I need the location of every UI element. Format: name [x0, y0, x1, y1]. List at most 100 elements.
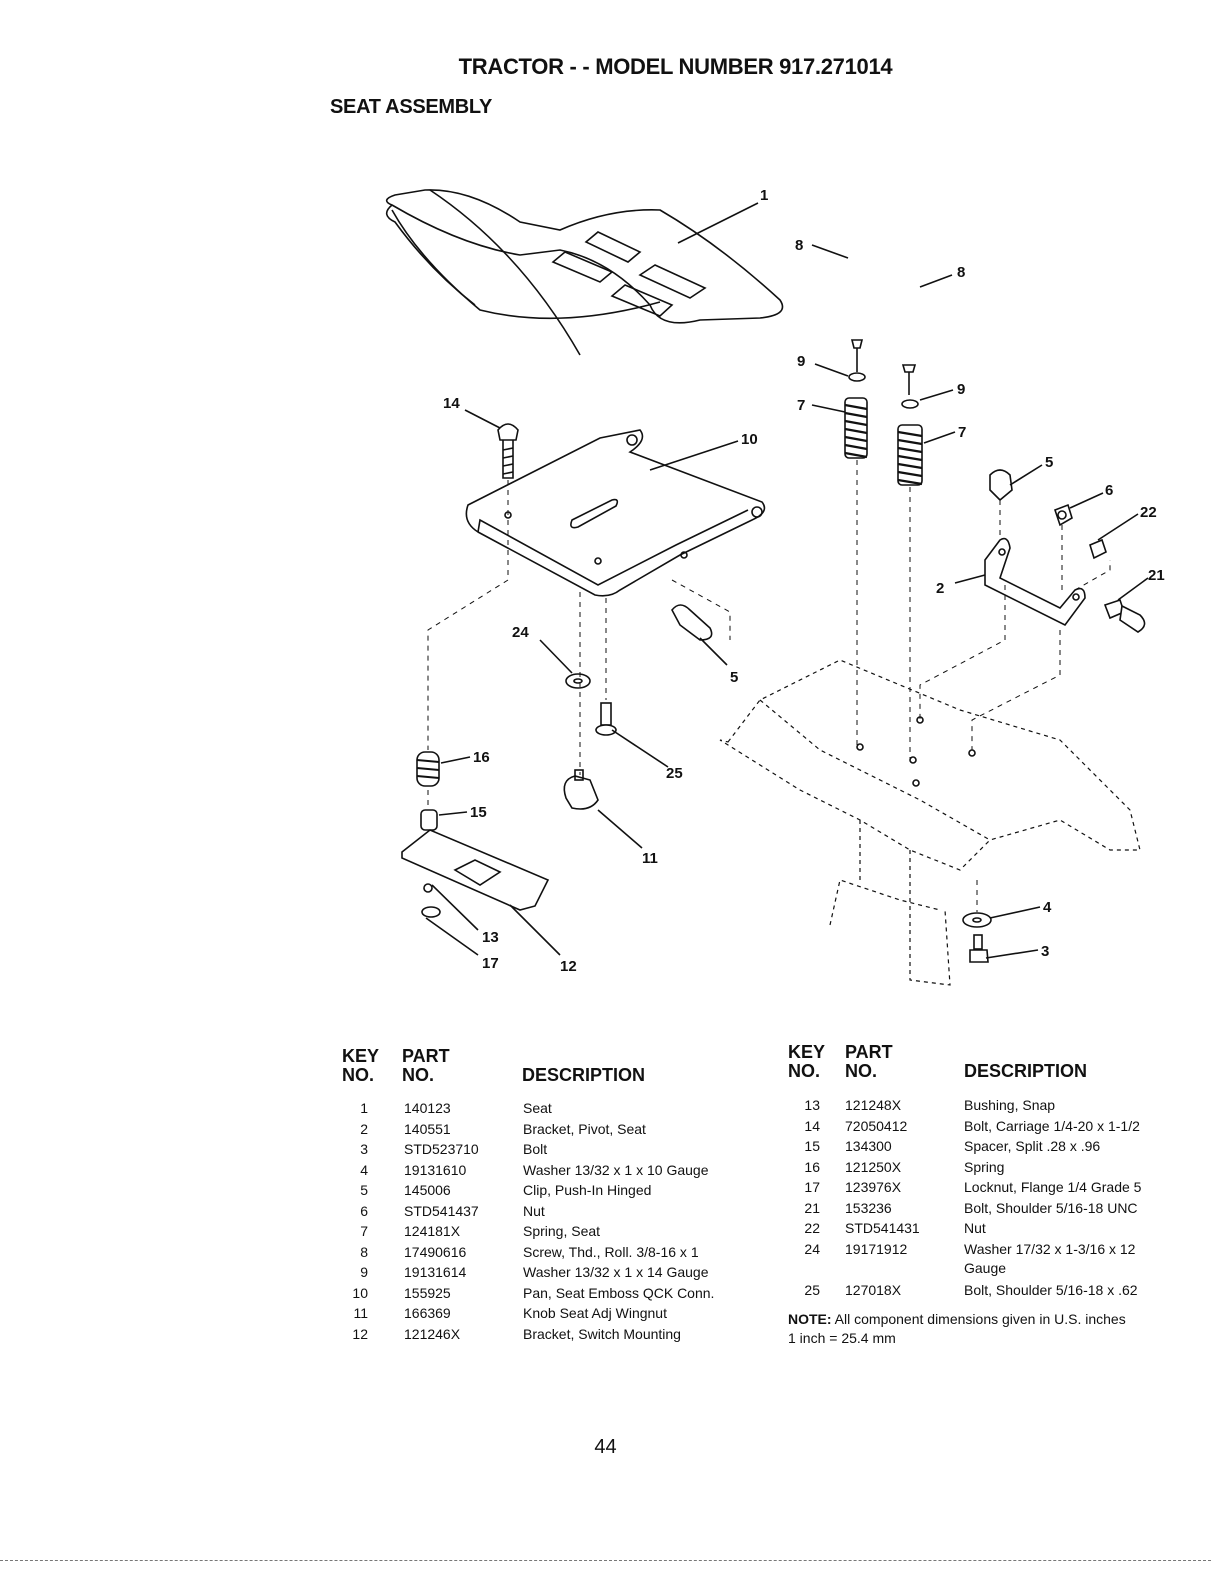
part-number: 155925 — [404, 1284, 451, 1301]
part-description: Bracket, Pivot, Seat — [523, 1120, 646, 1137]
key-number: 21 — [804, 1199, 820, 1216]
callout-label: 4 — [1043, 899, 1052, 916]
callout-label: 12 — [560, 958, 577, 975]
dimension-note: NOTE: All component dimensions given in … — [788, 1311, 1126, 1346]
callout-label: 6 — [1105, 482, 1113, 499]
pivot-bracket-drawing — [984, 469, 1146, 633]
assembly-lines — [427, 460, 1111, 912]
description-header: DESCRIPTION — [964, 1061, 1088, 1081]
callout-label: 7 — [958, 424, 966, 441]
key-number: 1 — [360, 1100, 368, 1116]
callout-label: 9 — [957, 381, 965, 398]
callout-label: 21 — [1148, 567, 1165, 584]
page-number: 44 — [594, 1436, 617, 1458]
key-number: 17 — [804, 1179, 820, 1195]
part-number: 123976X — [845, 1179, 902, 1195]
callout-leaders — [425, 202, 1149, 959]
part-description: Locknut, Flange 1/4 Grade 5 — [964, 1179, 1142, 1195]
frame-washer-drawing — [962, 912, 992, 928]
part-description: Spacer, Split .28 x .96 — [964, 1138, 1101, 1154]
part-number: 19131614 — [404, 1264, 467, 1280]
part-number: 166369 — [404, 1305, 451, 1321]
callout-label: 5 — [1045, 454, 1053, 471]
description-header: DESCRIPTION — [522, 1065, 646, 1085]
callout-label: 13 — [482, 929, 499, 946]
callout-label: 8 — [795, 237, 803, 254]
key-number: 13 — [804, 1097, 820, 1113]
part-number: 134300 — [845, 1138, 892, 1154]
frame-holes — [856, 716, 976, 787]
part-description: Nut — [964, 1220, 986, 1236]
parts-row: 15 134300 Spacer, Split .28 x .96 — [790, 1138, 1100, 1154]
carriage-bolt-drawing — [497, 423, 519, 479]
callout-label: 5 — [730, 669, 738, 686]
parts-row: 14 72050412 Bolt, Carriage 1/4-20 x 1-1/2 — [790, 1117, 1139, 1134]
callout-label: 1 — [760, 187, 768, 204]
part-description-continued: Gauge — [964, 1259, 1007, 1276]
callout-label: 17 — [482, 955, 499, 972]
parts-row: 3 STD523710 Bolt — [338, 1141, 547, 1157]
page-title: TRACTOR - - MODEL NUMBER 917.271014 — [458, 54, 893, 79]
part-number: STD523710 — [404, 1141, 479, 1157]
part-description: Spring, Seat — [523, 1223, 601, 1239]
key-number: 12 — [352, 1325, 368, 1342]
part-number: 19131610 — [404, 1161, 467, 1178]
key-number: 2 — [360, 1120, 368, 1137]
section-title: SEAT ASSEMBLY — [330, 96, 493, 118]
seat-drawing — [385, 189, 784, 356]
part-number: 121246X — [404, 1325, 461, 1342]
key-number: 14 — [804, 1117, 820, 1134]
part-number: 153236 — [845, 1199, 892, 1216]
part-number: 121250X — [845, 1158, 902, 1175]
callout-label: 24 — [512, 624, 529, 641]
callout-label: 2 — [936, 580, 944, 597]
key-number: 8 — [360, 1243, 368, 1260]
key-number: 11 — [353, 1305, 368, 1321]
frame-bolt-drawing — [969, 934, 989, 963]
part-description: Seat — [523, 1100, 552, 1116]
key-number: 9 — [360, 1264, 368, 1280]
part-number: STD541437 — [404, 1202, 479, 1219]
part-number: 72050412 — [845, 1117, 908, 1134]
key-number: 24 — [804, 1240, 820, 1257]
callout-label: 9 — [797, 353, 805, 370]
callout-label: 16 — [473, 749, 490, 766]
part-description: Bracket, Switch Mounting — [523, 1325, 681, 1342]
part-description: Bolt, Shoulder 5/16-18 UNC — [964, 1199, 1138, 1216]
key-number: 3 — [360, 1141, 368, 1157]
parts-row: 12 121246X Bracket, Switch Mounting — [338, 1325, 681, 1342]
bottom-divider — [0, 1560, 1211, 1561]
part-description: Washer 13/32 x 1 x 10 Gauge — [523, 1161, 709, 1178]
callout-label: 22 — [1140, 504, 1157, 521]
part-description: Bolt, Carriage 1/4-20 x 1-1/2 — [964, 1117, 1140, 1134]
part-number: STD541431 — [845, 1220, 920, 1236]
part-description: Nut — [523, 1202, 545, 1219]
seat-pan-drawing — [465, 429, 766, 597]
key-number: 15 — [804, 1138, 820, 1154]
key-number: 25 — [804, 1281, 820, 1298]
part-description: Clip, Push-In Hinged — [523, 1182, 652, 1198]
parts-row: 1 140123 Seat — [338, 1100, 552, 1116]
hinged-clip-drawing — [671, 604, 713, 641]
part-description: Bolt — [523, 1141, 548, 1157]
part-number: 140123 — [404, 1100, 451, 1116]
part-description: Pan, Seat Emboss QCK Conn. — [523, 1284, 715, 1301]
part-number: 121248X — [845, 1097, 902, 1113]
callout-label: 10 — [741, 431, 758, 448]
part-number: 145006 — [404, 1182, 451, 1198]
key-number: 16 — [804, 1158, 820, 1175]
parts-row: 17 123976X Locknut, Flange 1/4 Grade 5 — [790, 1179, 1141, 1195]
